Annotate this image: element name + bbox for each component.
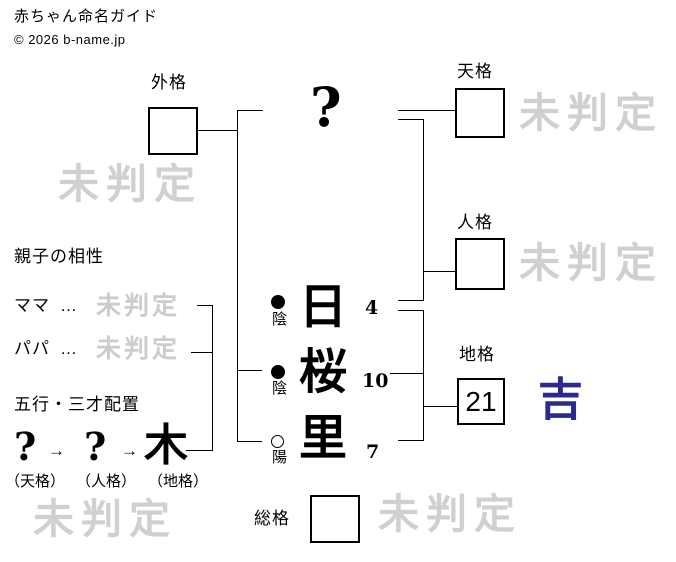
- arrow-right-icon: →: [48, 441, 65, 460]
- jinkaku-value-box: [455, 238, 505, 290]
- gogyo-symbol-tenkaku: ?: [14, 424, 37, 469]
- connector-line: [197, 305, 212, 306]
- compatibility-row-result: 未判定: [96, 291, 181, 320]
- tenkaku-value-box: [455, 88, 505, 138]
- yin-marker-icon: [271, 365, 285, 379]
- chikaku-value-box: 21: [457, 378, 505, 425]
- chikaku-value: 21: [465, 385, 497, 417]
- yang-marker-label: 陽: [272, 448, 288, 466]
- soukaku-value-box: [310, 495, 360, 543]
- compatibility-row-label: ママ: [14, 296, 50, 315]
- connector-line: [398, 310, 424, 311]
- gaikaku-result: 未判定: [58, 160, 202, 208]
- connector-line: [186, 450, 213, 451]
- tenkaku-result: 未判定: [519, 89, 663, 137]
- compatibility-row-label: パパ: [14, 339, 50, 358]
- connector-line: [424, 271, 455, 272]
- compatibility-row-dots: …: [60, 296, 78, 315]
- yin-marker-icon: [271, 295, 285, 309]
- stroke-count: 7: [366, 441, 380, 463]
- connector-line: [398, 440, 424, 441]
- gogyo-symbol-jinkaku: ?: [84, 424, 107, 469]
- yang-marker-icon: [271, 435, 284, 448]
- connector-line: [237, 441, 262, 442]
- connector-line: [423, 310, 424, 440]
- yin-marker-label: 陰: [272, 379, 288, 397]
- surname-placeholder: ?: [310, 75, 342, 139]
- gogyo-heading: 五行・三才配置: [14, 395, 140, 414]
- stroke-count: 4: [365, 297, 379, 319]
- name-char: 里: [299, 410, 348, 466]
- connector-line: [191, 352, 212, 353]
- gogyo-item-label: （人格）: [76, 473, 137, 490]
- compatibility-row-result: 未判定: [96, 334, 181, 363]
- connector-line: [390, 373, 424, 374]
- copyright: © 2026 b-name.jp: [14, 32, 126, 47]
- connector-line: [398, 119, 424, 120]
- gaikaku-label: 外格: [151, 73, 187, 92]
- tenkaku-label: 天格: [457, 62, 493, 81]
- connector-line: [398, 110, 455, 111]
- stroke-count: 10: [362, 370, 389, 392]
- chikaku-result: 吉: [538, 373, 584, 426]
- soukaku-result: 未判定: [378, 490, 522, 538]
- gaikaku-value-box: [148, 107, 198, 155]
- connector-line: [212, 305, 213, 451]
- compatibility-heading: 親子の相性: [14, 247, 104, 266]
- connector-line: [423, 119, 424, 300]
- connector-line: [237, 110, 263, 111]
- name-char: 桜: [299, 344, 348, 400]
- connector-line: [398, 300, 424, 301]
- page-title: 赤ちゃん命名ガイド: [14, 8, 159, 25]
- connector-line: [198, 130, 237, 131]
- chikaku-label: 地格: [459, 345, 495, 364]
- soukaku-label: 総格: [254, 509, 290, 528]
- gogyo-symbol-chikaku: 木: [144, 420, 188, 471]
- connector-line: [424, 406, 457, 407]
- arrow-right-icon: →: [121, 441, 138, 460]
- compatibility-row-dots: …: [60, 339, 78, 358]
- gogyo-overall-result: 未判定: [33, 495, 177, 543]
- gogyo-item-label: （天格）: [5, 473, 66, 490]
- jinkaku-label: 人格: [457, 213, 493, 232]
- jinkaku-result: 未判定: [519, 239, 663, 287]
- yin-marker-label: 陰: [272, 310, 288, 328]
- connector-line: [237, 370, 262, 371]
- connector-line: [237, 110, 238, 442]
- gogyo-item-label: （地格）: [148, 473, 209, 490]
- name-char: 日: [299, 279, 348, 335]
